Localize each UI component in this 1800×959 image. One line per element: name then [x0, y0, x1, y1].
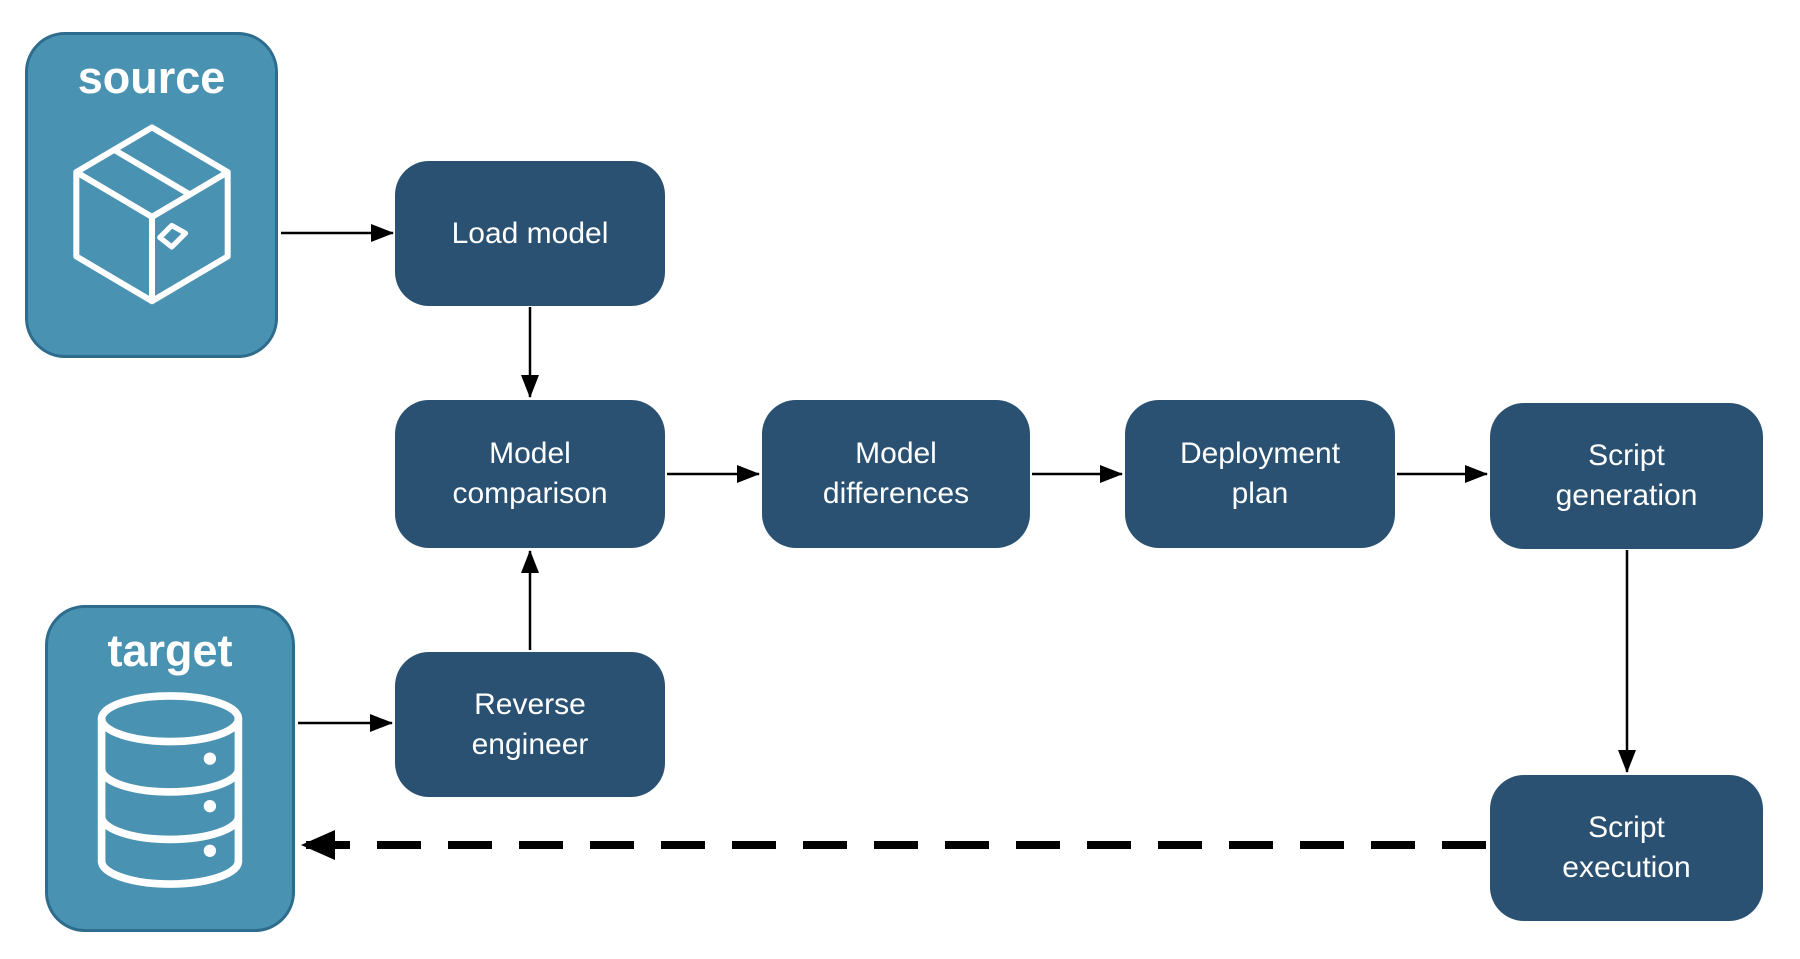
step-reverse-engineer: Reverse engineer — [395, 652, 665, 797]
step-label: Reverse engineer — [471, 687, 589, 761]
step-deployment-plan: Deployment plan — [1125, 400, 1395, 548]
target-label: target — [107, 625, 233, 676]
source-node: source — [25, 32, 278, 358]
step-label: Deployment plan — [1179, 437, 1341, 510]
database-icon — [97, 691, 243, 888]
package-icon — [72, 123, 231, 304]
step-model-comparison: Model comparison — [395, 400, 665, 548]
step-label: Script generation — [1555, 439, 1698, 512]
target-node: target — [45, 605, 295, 932]
step-label: Script execution — [1562, 811, 1691, 884]
step-model-differences: Model differences — [762, 400, 1030, 548]
step-label: Load model — [451, 216, 609, 250]
step-label: Model comparison — [452, 437, 608, 510]
step-load-model: Load model — [395, 161, 665, 306]
source-label: source — [77, 52, 226, 103]
step-label: Model differences — [822, 437, 970, 510]
step-script-generation: Script generation — [1490, 403, 1763, 549]
step-script-execution: Script execution — [1490, 775, 1763, 921]
